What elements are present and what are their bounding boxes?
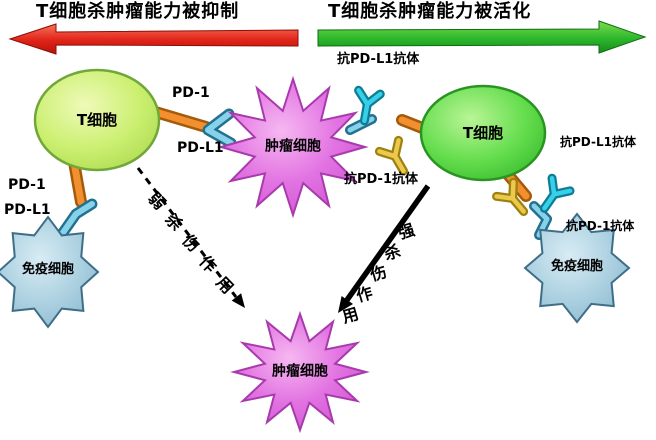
immune-cell-left-label: 免疫细胞 [21,261,75,277]
t-cell-left-label: T细胞 [76,110,118,129]
inhibit-arrow [8,23,299,55]
inhibited-banner-label: T细胞杀肿瘤能力被抑制 [36,1,240,22]
activated-banner-label: T细胞杀肿瘤能力被活化 [328,1,532,22]
strong-killing-arrow [338,184,431,313]
t-cell-shape-left [33,68,161,172]
activate-arrow [317,20,647,54]
pdl1-label-top: PD-L1 [177,140,224,156]
anti-pdl1-antibody-icon-right [535,178,570,214]
tumor-cell-middle-label: 肿瘤细胞 [265,138,321,155]
t-cell-right-label: T细胞 [462,123,504,142]
anti-pd1-label-mid: 抗PD-1抗体 [344,172,419,187]
t-cell-shape-right [419,84,547,182]
anti-pd1-label-right: 抗PD-1抗体 [566,219,635,233]
weak-killing-arrow [136,167,245,308]
pd1-pdl1-bond-left [56,156,98,240]
pd1-pdl1-bond-top [146,105,237,149]
anti-pdl1-label-right: 抗PD-L1抗体 [560,135,636,149]
pdl1-label-left: PD-L1 [4,202,51,218]
pd1-label-left: PD-1 [8,177,46,193]
immune-cell-right-label: 免疫细胞 [550,258,604,274]
anti-pdl1-label-top: 抗PD-L1抗体 [337,52,420,67]
pd1-label-top: PD-1 [172,85,210,101]
tumor-cell-bottom-label: 肿瘤细胞 [272,363,328,380]
